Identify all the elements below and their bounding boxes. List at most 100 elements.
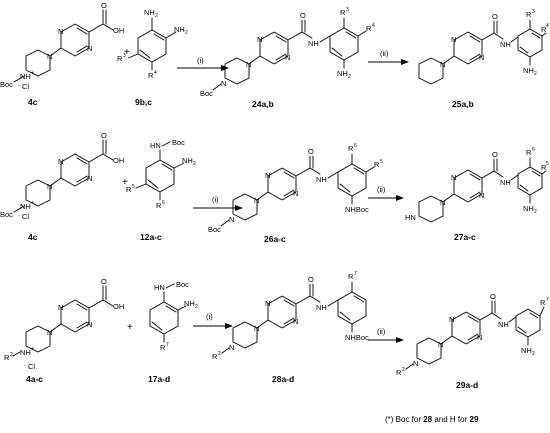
condition-label: (ii) [380, 49, 389, 58]
svg-text:2: 2 [534, 71, 537, 77]
compound-26ac: N N O NH R 6 R 5 NHBoc N N Boc [208, 143, 383, 234]
row-3: N N O OH N NH + R 2 Cl - 4a-c + [4, 271, 549, 390]
svg-text:R: R [366, 24, 372, 33]
svg-text:4: 4 [154, 70, 157, 76]
compound-4c-row2: N N O OH N NH + Boc Cl - [0, 131, 124, 221]
svg-text:5: 5 [132, 184, 135, 190]
svg-text:-: - [18, 213, 20, 219]
svg-text:NH: NH [500, 40, 511, 49]
svg-text:N: N [229, 343, 234, 352]
svg-text:3: 3 [346, 7, 349, 13]
svg-text:NH: NH [316, 303, 327, 312]
condition-label: (ii) [377, 327, 386, 336]
svg-text:N: N [221, 79, 226, 88]
svg-text:+: + [31, 200, 34, 206]
svg-text:N: N [87, 320, 92, 329]
svg-text:N: N [47, 328, 52, 337]
svg-text:2: 2 [155, 13, 158, 19]
svg-text:R: R [340, 8, 346, 17]
svg-text:N: N [246, 60, 251, 69]
svg-text:O: O [490, 292, 496, 301]
compound-28ad: N N O NH R 7 NHBoc N N R 2 [212, 271, 369, 361]
compound-label: 25a,b [452, 99, 474, 109]
atom-o: O [101, 1, 107, 10]
svg-text:N: N [440, 198, 445, 207]
atom-n: N [87, 44, 92, 53]
condition-label: (ii) [377, 185, 386, 194]
svg-text:N: N [229, 215, 234, 224]
compound-25ab: N N O NH R 3 R 4 NH 2 N [418, 9, 549, 85]
svg-text:NH: NH [523, 66, 534, 75]
svg-text:4: 4 [546, 23, 549, 29]
substituent-r4: R [148, 71, 154, 80]
svg-text:+: + [31, 346, 34, 352]
svg-text:N: N [438, 340, 443, 349]
row-1: N N O OH N NH + Boc Cl - 4c + [0, 1, 549, 109]
svg-text:NH: NH [184, 299, 195, 308]
svg-text:NH: NH [498, 320, 509, 329]
substituent-r3: R [117, 54, 123, 63]
atom-n: N [47, 52, 52, 61]
svg-text:R: R [540, 298, 546, 307]
svg-text:O: O [308, 275, 314, 284]
svg-text:N: N [451, 173, 456, 182]
svg-text:5: 5 [380, 159, 383, 165]
svg-text:HN: HN [150, 141, 161, 150]
svg-text:2: 2 [402, 367, 405, 373]
svg-text:7: 7 [354, 271, 357, 277]
compound-label: 29a-d [456, 380, 478, 390]
svg-text:Cl: Cl [22, 212, 29, 221]
condition-label: (i) [197, 56, 204, 65]
svg-text:N: N [254, 324, 259, 333]
svg-text:2: 2 [195, 304, 198, 310]
svg-text:Cl: Cl [28, 362, 35, 371]
svg-text:-: - [24, 363, 26, 369]
compound-24ab: N N O NH R 3 R 4 NH 2 N [200, 7, 375, 98]
svg-text:N: N [58, 157, 63, 166]
plus-sign: + [127, 322, 133, 333]
compound-label: 4c [28, 232, 38, 242]
svg-text:N: N [257, 35, 262, 44]
atom-n: N [58, 27, 63, 36]
compound-12ac: HN Boc NH 2 R 5 R 6 [126, 138, 196, 210]
svg-text:-: - [18, 83, 20, 89]
svg-text:O: O [300, 11, 306, 20]
svg-text:NH: NH [308, 39, 319, 48]
svg-text:N: N [285, 53, 290, 62]
svg-text:NH: NH [316, 175, 327, 184]
svg-text:N: N [477, 333, 482, 342]
svg-text:HN: HN [154, 283, 165, 292]
svg-text:3: 3 [123, 53, 126, 59]
svg-text:NH: NH [182, 156, 193, 165]
svg-text:6: 6 [354, 143, 357, 149]
svg-text:7: 7 [166, 342, 169, 348]
svg-text:OH: OH [113, 156, 124, 165]
svg-text:R: R [396, 368, 402, 377]
atom-nh: NH [20, 72, 31, 81]
atom-nh2: NH [144, 8, 155, 17]
compound-27ac: N N O NH R 6 R 5 NH 2 N HN [405, 147, 549, 223]
svg-text:N: N [440, 60, 445, 69]
compound-label: 4a-c [26, 374, 43, 384]
atom-nh2: NH [174, 25, 185, 34]
svg-text:R: R [212, 352, 218, 361]
compound-17ad: HN Boc NH 2 R 7 [149, 280, 198, 352]
svg-text:7: 7 [546, 297, 549, 303]
svg-text:4: 4 [372, 23, 375, 29]
compound-label: 4c [28, 97, 38, 107]
plus-sign: + [124, 47, 130, 58]
svg-text:3: 3 [532, 9, 535, 15]
svg-text:R: R [156, 201, 162, 210]
compound-4c-row1: N N O OH N NH + Boc Cl - [0, 1, 124, 91]
charge-plus: + [31, 70, 34, 76]
condition-label: (i) [206, 312, 213, 321]
svg-text:NH: NH [500, 178, 511, 187]
plus-sign: + [122, 177, 128, 188]
svg-text:2: 2 [532, 351, 535, 357]
svg-text:Boc: Boc [172, 138, 185, 147]
svg-text:5: 5 [546, 161, 549, 167]
compound-label: 27a-c [454, 232, 476, 242]
svg-text:N: N [479, 53, 484, 62]
svg-text:2: 2 [218, 351, 221, 357]
